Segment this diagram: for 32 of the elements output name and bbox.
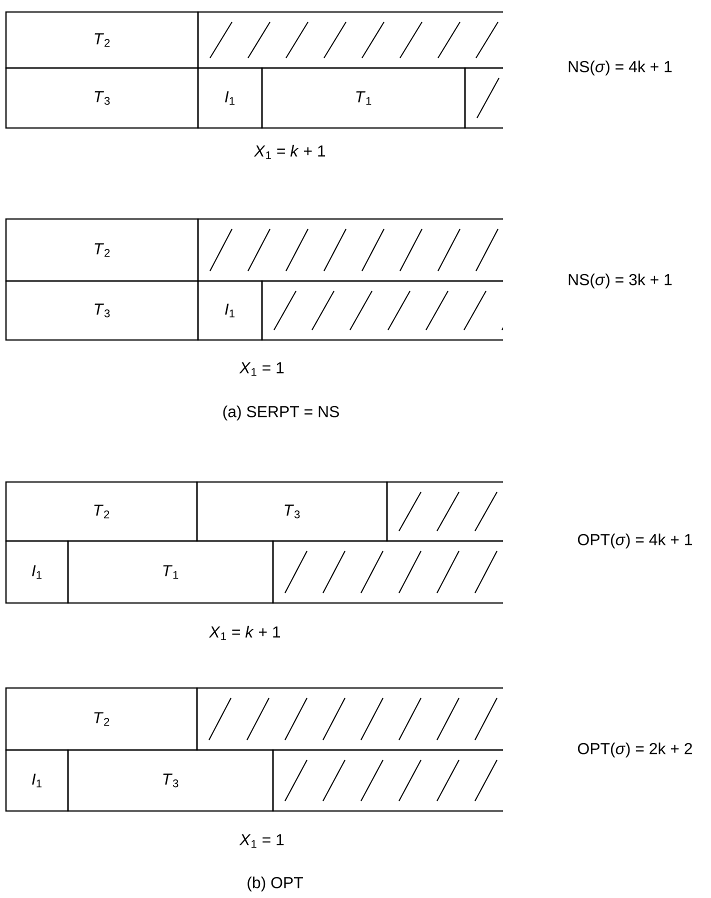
task-box: T$_{3}$: [5, 67, 199, 129]
task-box: T$_{2}$: [5, 481, 198, 542]
task-box: T$_{1}$: [67, 540, 274, 604]
task-box: T$_{1}$: [261, 67, 466, 129]
task-box: T$_{3}$: [196, 481, 388, 542]
value-label: X$_{1}$ = k + 1: [254, 144, 326, 160]
formula-label: NS(σ) = 4k + 1: [568, 60, 672, 76]
value-label: X$_{1}$ = k + 1: [208, 626, 280, 640]
hatched-box: [197, 218, 503, 282]
task-box: T$_{2}$: [5, 687, 198, 751]
task-box: I$_{1}$: [5, 540, 69, 604]
caption: (a) SERPT = NS: [223, 406, 339, 420]
task-box: T$_{3}$: [67, 749, 274, 812]
formula-label: NS(σ) = 3k + 1: [568, 274, 672, 288]
task-box: T$_{2}$: [5, 11, 199, 69]
value-label: X$_{1}$ = 1: [239, 362, 284, 376]
caption: (b) OPT: [248, 876, 303, 892]
hatched-box: [464, 67, 503, 129]
task-box: T$_{3}$: [5, 280, 199, 341]
task-box: I$_{1}$: [5, 749, 69, 812]
hatched-box: [196, 687, 503, 751]
hatched-box: [272, 749, 503, 812]
task-box: T$_{2}$: [5, 218, 199, 282]
task-box: I$_{1}$: [197, 280, 263, 341]
formula-label: OPT(σ) = 2k + 2: [578, 742, 692, 758]
value-label: X$_{1}$ = 1: [239, 834, 284, 848]
hatched-box: [197, 11, 503, 69]
task-box: I$_{1}$: [197, 67, 263, 129]
hatched-box: [386, 481, 503, 542]
hatched-box: [261, 280, 503, 341]
hatched-box: [272, 540, 503, 604]
formula-label: OPT(σ) = 4k + 1: [578, 534, 692, 548]
